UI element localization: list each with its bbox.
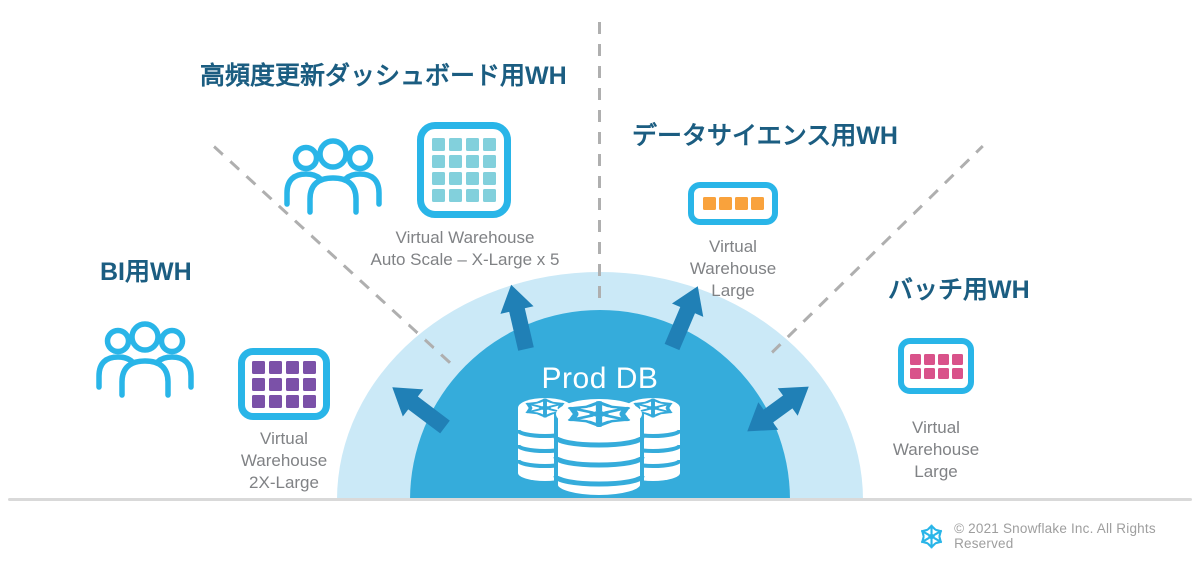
warehouse-grid-cell [269,394,282,408]
warehouse-grid-cell [483,189,496,202]
warehouse-grid-cell [432,155,445,168]
warehouse-grid [909,353,963,379]
warehouse-grid-cell [286,377,299,391]
warehouse-grid-cell [269,360,282,374]
warehouse-grid-cell [483,138,496,151]
section-title-batch-wh: バッチ用WH [888,276,1030,304]
warehouse-grid-cell [303,394,316,408]
warehouse-grid-cell [702,197,716,210]
warehouse-grid [702,197,764,210]
warehouse-icon-bi [238,348,330,420]
warehouse-grid-cell [466,189,479,202]
warehouse-grid-cell [252,377,265,391]
warehouse-grid-cell [449,155,462,168]
warehouse-grid-cell [909,353,921,365]
users-group-icon [92,320,198,400]
caption-line: 2X-Large [249,473,319,492]
footer: © 2021 Snowflake Inc. All Rights Reserve… [919,521,1200,551]
caption-line: Auto Scale – X-Large x 5 [370,250,560,269]
caption-line: Virtual [912,418,960,437]
warehouse-icon-data-science [688,182,778,225]
warehouse-grid-cell [937,367,949,379]
caption-line: Large [914,462,958,481]
warehouse-caption-bi: Virtual Warehouse 2X-Large [209,428,359,494]
warehouse-grid-cell [466,172,479,185]
users-group-icon [280,137,386,217]
warehouse-grid-cell [303,377,316,391]
ground-line [8,498,1192,501]
warehouse-grid-cell [252,360,265,374]
warehouse-grid-cell [909,367,921,379]
warehouse-grid-cell [449,189,462,202]
copyright-text: © 2021 Snowflake Inc. All Rights Reserve… [954,521,1156,551]
warehouse-grid-cell [483,155,496,168]
warehouse-grid-cell [286,394,299,408]
warehouse-icon-batch [898,338,974,394]
section-title-data-science-wh: データサイエンス用WH [632,122,898,150]
warehouse-grid-cell [303,360,316,374]
warehouse-grid-cell [449,172,462,185]
warehouse-grid-cell [923,367,935,379]
caption-line: Warehouse [689,259,777,278]
prod-db-label: Prod DB [541,362,659,395]
warehouse-grid-cell [449,138,462,151]
warehouse-grid-cell [269,377,282,391]
caption-line: Virtual Warehouse [395,228,535,247]
warehouse-grid-cell [951,367,963,379]
warehouse-grid-cell [466,138,479,151]
warehouse-caption-dashboard: Virtual Warehouse Auto Scale – X-Large x… [330,227,600,271]
warehouse-grid-cell [252,394,265,408]
warehouse-grid-cell [923,353,935,365]
database-cylinders-icon [516,385,682,499]
arrow-northwest-icon [382,373,456,441]
warehouse-grid-cell [937,353,949,365]
caption-line: Warehouse [240,451,328,470]
section-title-bi-wh: BI用WH [100,258,192,286]
caption-line: Virtual [260,429,308,448]
arrow-up-icon [494,280,543,353]
warehouse-grid-cell [432,172,445,185]
diagram-stage: Prod DB [212,22,984,500]
section-title-dashboard-wh: 高頻度更新ダッシュボード用WH [200,62,567,90]
warehouse-caption-batch: Virtual Warehouse Large [861,417,1011,483]
warehouse-grid-cell [466,155,479,168]
warehouse-grid-cell [483,172,496,185]
warehouse-grid-cell [432,138,445,151]
warehouse-grid-cell [432,189,445,202]
warehouse-grid [252,360,316,408]
warehouse-grid [432,138,496,202]
caption-line: Warehouse [892,440,980,459]
snowflake-logo-icon [919,523,944,550]
warehouse-icon-dashboard [417,122,511,218]
warehouse-grid-cell [286,360,299,374]
warehouse-grid-cell [750,197,764,210]
warehouse-grid-cell [951,353,963,365]
caption-line: Virtual [709,237,757,256]
warehouse-caption-data-science: Virtual Warehouse Large [658,236,808,302]
caption-line: Large [711,281,755,300]
warehouse-grid-cell [734,197,748,210]
warehouse-grid-cell [718,197,732,210]
db-cylinder-center-icon [553,399,645,499]
divider-dashed-vertical [598,22,601,302]
